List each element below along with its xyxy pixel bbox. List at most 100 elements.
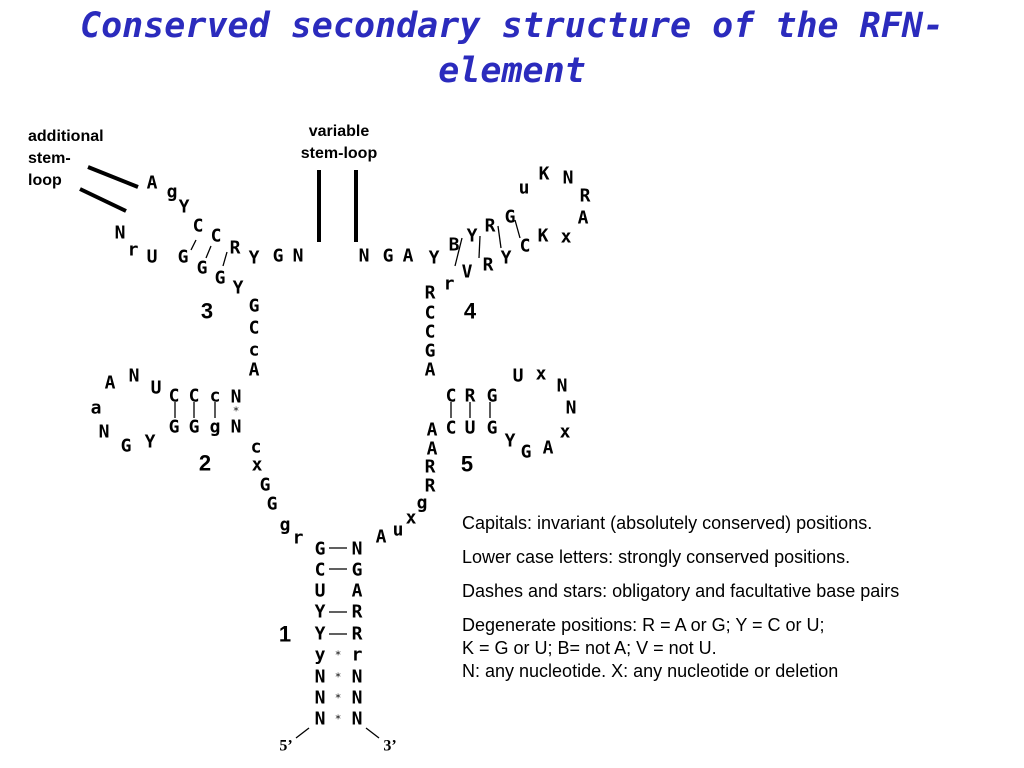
additional-stem-bar-upper bbox=[87, 165, 139, 189]
nucleotide: C bbox=[193, 216, 204, 237]
nucleotide: N bbox=[231, 387, 242, 408]
nucleotide: Y bbox=[429, 248, 440, 269]
nucleotide: C bbox=[425, 322, 436, 343]
nucleotide: G bbox=[249, 296, 260, 317]
nucleotide: Y bbox=[505, 431, 516, 452]
nucleotide: Y bbox=[501, 248, 512, 269]
svg-text:*: * bbox=[335, 649, 342, 662]
nucleotide: g bbox=[210, 417, 221, 438]
nucleotide: R bbox=[352, 624, 363, 645]
nucleotide: r bbox=[444, 274, 455, 295]
legend-degenerate-line-2: K = G or U; B= not A; V = not U. bbox=[462, 638, 717, 658]
nucleotide: R bbox=[230, 238, 241, 259]
nucleotide: R bbox=[425, 283, 436, 304]
stem-number-4: 4 bbox=[464, 299, 477, 324]
legend-capitals: Capitals: invariant (absolutely conserve… bbox=[462, 513, 873, 533]
nucleotide: Y bbox=[179, 197, 190, 218]
nucleotide: C bbox=[446, 418, 457, 439]
nucleotide: C bbox=[189, 386, 200, 407]
nucleotide: u bbox=[519, 178, 530, 199]
nucleotide: N bbox=[557, 376, 568, 397]
nucleotide: N bbox=[352, 667, 363, 688]
variable-label-line-1: variable bbox=[309, 123, 370, 140]
nucleotide: U bbox=[315, 581, 326, 602]
nucleotide: C bbox=[446, 386, 457, 407]
nucleotide: G bbox=[352, 560, 363, 581]
nucleotide: x bbox=[561, 227, 572, 248]
nucleotide: C bbox=[520, 236, 531, 257]
additional-label-line-1: additional bbox=[28, 128, 104, 145]
nucleotide: N bbox=[315, 688, 326, 709]
svg-text:*: * bbox=[335, 713, 342, 726]
nucleotide: G bbox=[383, 246, 394, 267]
nucleotide: A bbox=[147, 173, 158, 194]
nucleotide: G bbox=[215, 268, 226, 289]
nucleotide: g bbox=[167, 182, 178, 203]
nucleotide: a bbox=[91, 398, 102, 419]
nucleotide: R bbox=[425, 476, 436, 497]
stem-number-1: 1 bbox=[279, 622, 291, 647]
nucleotide: G bbox=[505, 207, 516, 228]
stem-number-3: 3 bbox=[201, 299, 213, 324]
additional-label-line-2: stem- bbox=[28, 150, 71, 167]
nucleotide: C bbox=[315, 560, 326, 581]
nucleotide: B bbox=[449, 235, 460, 256]
legend-degenerate: Degenerate positions: R = A or G; Y = C … bbox=[462, 614, 1002, 683]
nucleotide: R bbox=[425, 457, 436, 478]
nucleotide: G bbox=[273, 246, 284, 267]
nucleotide: r bbox=[128, 240, 139, 261]
nucleotide: A bbox=[543, 438, 554, 459]
nucleotide: N bbox=[231, 417, 242, 438]
stem-number-5: 5 bbox=[461, 452, 473, 477]
nucleotide: R bbox=[483, 255, 494, 276]
nucleotide: N bbox=[315, 709, 326, 730]
stem-number-2: 2 bbox=[199, 451, 211, 476]
nucleotide: x bbox=[252, 455, 263, 476]
nucleotide: R bbox=[352, 602, 363, 623]
nucleotide: N bbox=[359, 246, 370, 267]
variable-label-line-2: stem-loop bbox=[301, 145, 378, 162]
nucleotide: A bbox=[403, 246, 414, 267]
legend-degenerate-line-1: Degenerate positions: R = A or G; Y = C … bbox=[462, 615, 825, 635]
nucleotide: A bbox=[427, 439, 438, 460]
nucleotide: N bbox=[293, 246, 304, 267]
nucleotide: N bbox=[315, 667, 326, 688]
nucleotide: N bbox=[115, 223, 126, 244]
nucleotide: c bbox=[249, 340, 260, 361]
nucleotide: G bbox=[267, 494, 278, 515]
svg-text:*: * bbox=[233, 405, 240, 418]
facultative-pair-stars: * * * * * bbox=[233, 405, 342, 726]
nucleotide: N bbox=[566, 398, 577, 419]
nucleotide: G bbox=[178, 247, 189, 268]
nucleotide: r bbox=[352, 645, 363, 666]
three-prime-end: 3’ bbox=[383, 738, 396, 755]
nucleotide: A bbox=[376, 527, 387, 548]
page-title: Conserved secondary structure of the RFN… bbox=[40, 4, 984, 94]
nucleotide: C bbox=[249, 318, 260, 339]
nucleotide: G bbox=[521, 442, 532, 463]
nucleotide: R bbox=[580, 186, 591, 207]
nucleotide: U bbox=[465, 418, 476, 439]
nucleotide: x bbox=[406, 508, 417, 529]
title-line-2: element bbox=[438, 51, 586, 91]
nucleotide: A bbox=[425, 360, 436, 381]
nucleotide: g bbox=[417, 493, 428, 514]
nucleotide: A bbox=[427, 420, 438, 441]
nucleotide: x bbox=[536, 364, 547, 385]
additional-stem-bar-lower bbox=[79, 187, 127, 213]
nucleotide: C bbox=[425, 303, 436, 324]
nucleotide: G bbox=[197, 258, 208, 279]
nucleotide: r bbox=[293, 528, 304, 549]
nucleotide: G bbox=[169, 417, 180, 438]
nucleotide: N bbox=[563, 168, 574, 189]
nucleotide: A bbox=[352, 581, 363, 602]
nucleotide: Y bbox=[233, 278, 244, 299]
nucleotide: U bbox=[513, 366, 524, 387]
nucleotide: A bbox=[578, 208, 589, 229]
nucleotide: K bbox=[539, 164, 550, 185]
legend: Capitals: invariant (absolutely conserve… bbox=[462, 512, 1002, 694]
nucleotide: N bbox=[99, 422, 110, 443]
nucleotide: G bbox=[189, 417, 200, 438]
